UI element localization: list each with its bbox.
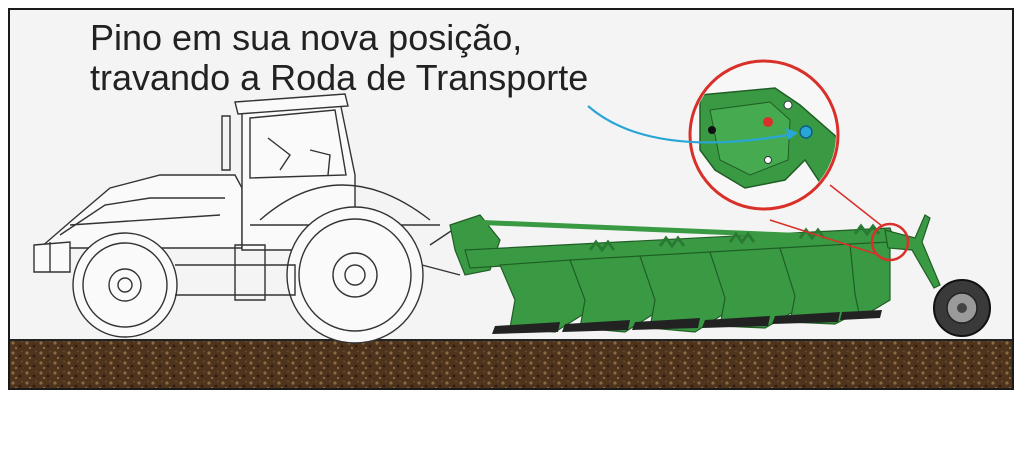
detail-zoom-circle	[688, 59, 840, 211]
pin-pointer-arrow	[587, 105, 795, 144]
caption: Pino em sua nova posição, travando a Rod…	[90, 18, 588, 98]
caption-line-2: travando a Roda de Transporte	[90, 57, 589, 98]
soil-layer	[10, 340, 1012, 388]
tractor-drawing	[33, 93, 461, 344]
transport-wheel	[933, 279, 991, 337]
detail-marker	[870, 222, 910, 262]
illustration-frame: Pino em sua nova posição, travando a Rod…	[8, 8, 1014, 390]
plow-scene	[10, 59, 1012, 388]
locking-pin	[799, 125, 813, 139]
caption-line-1: Pino em sua nova posição,	[90, 17, 523, 58]
plow-drawing	[449, 214, 941, 334]
old-pin-position	[763, 117, 773, 127]
